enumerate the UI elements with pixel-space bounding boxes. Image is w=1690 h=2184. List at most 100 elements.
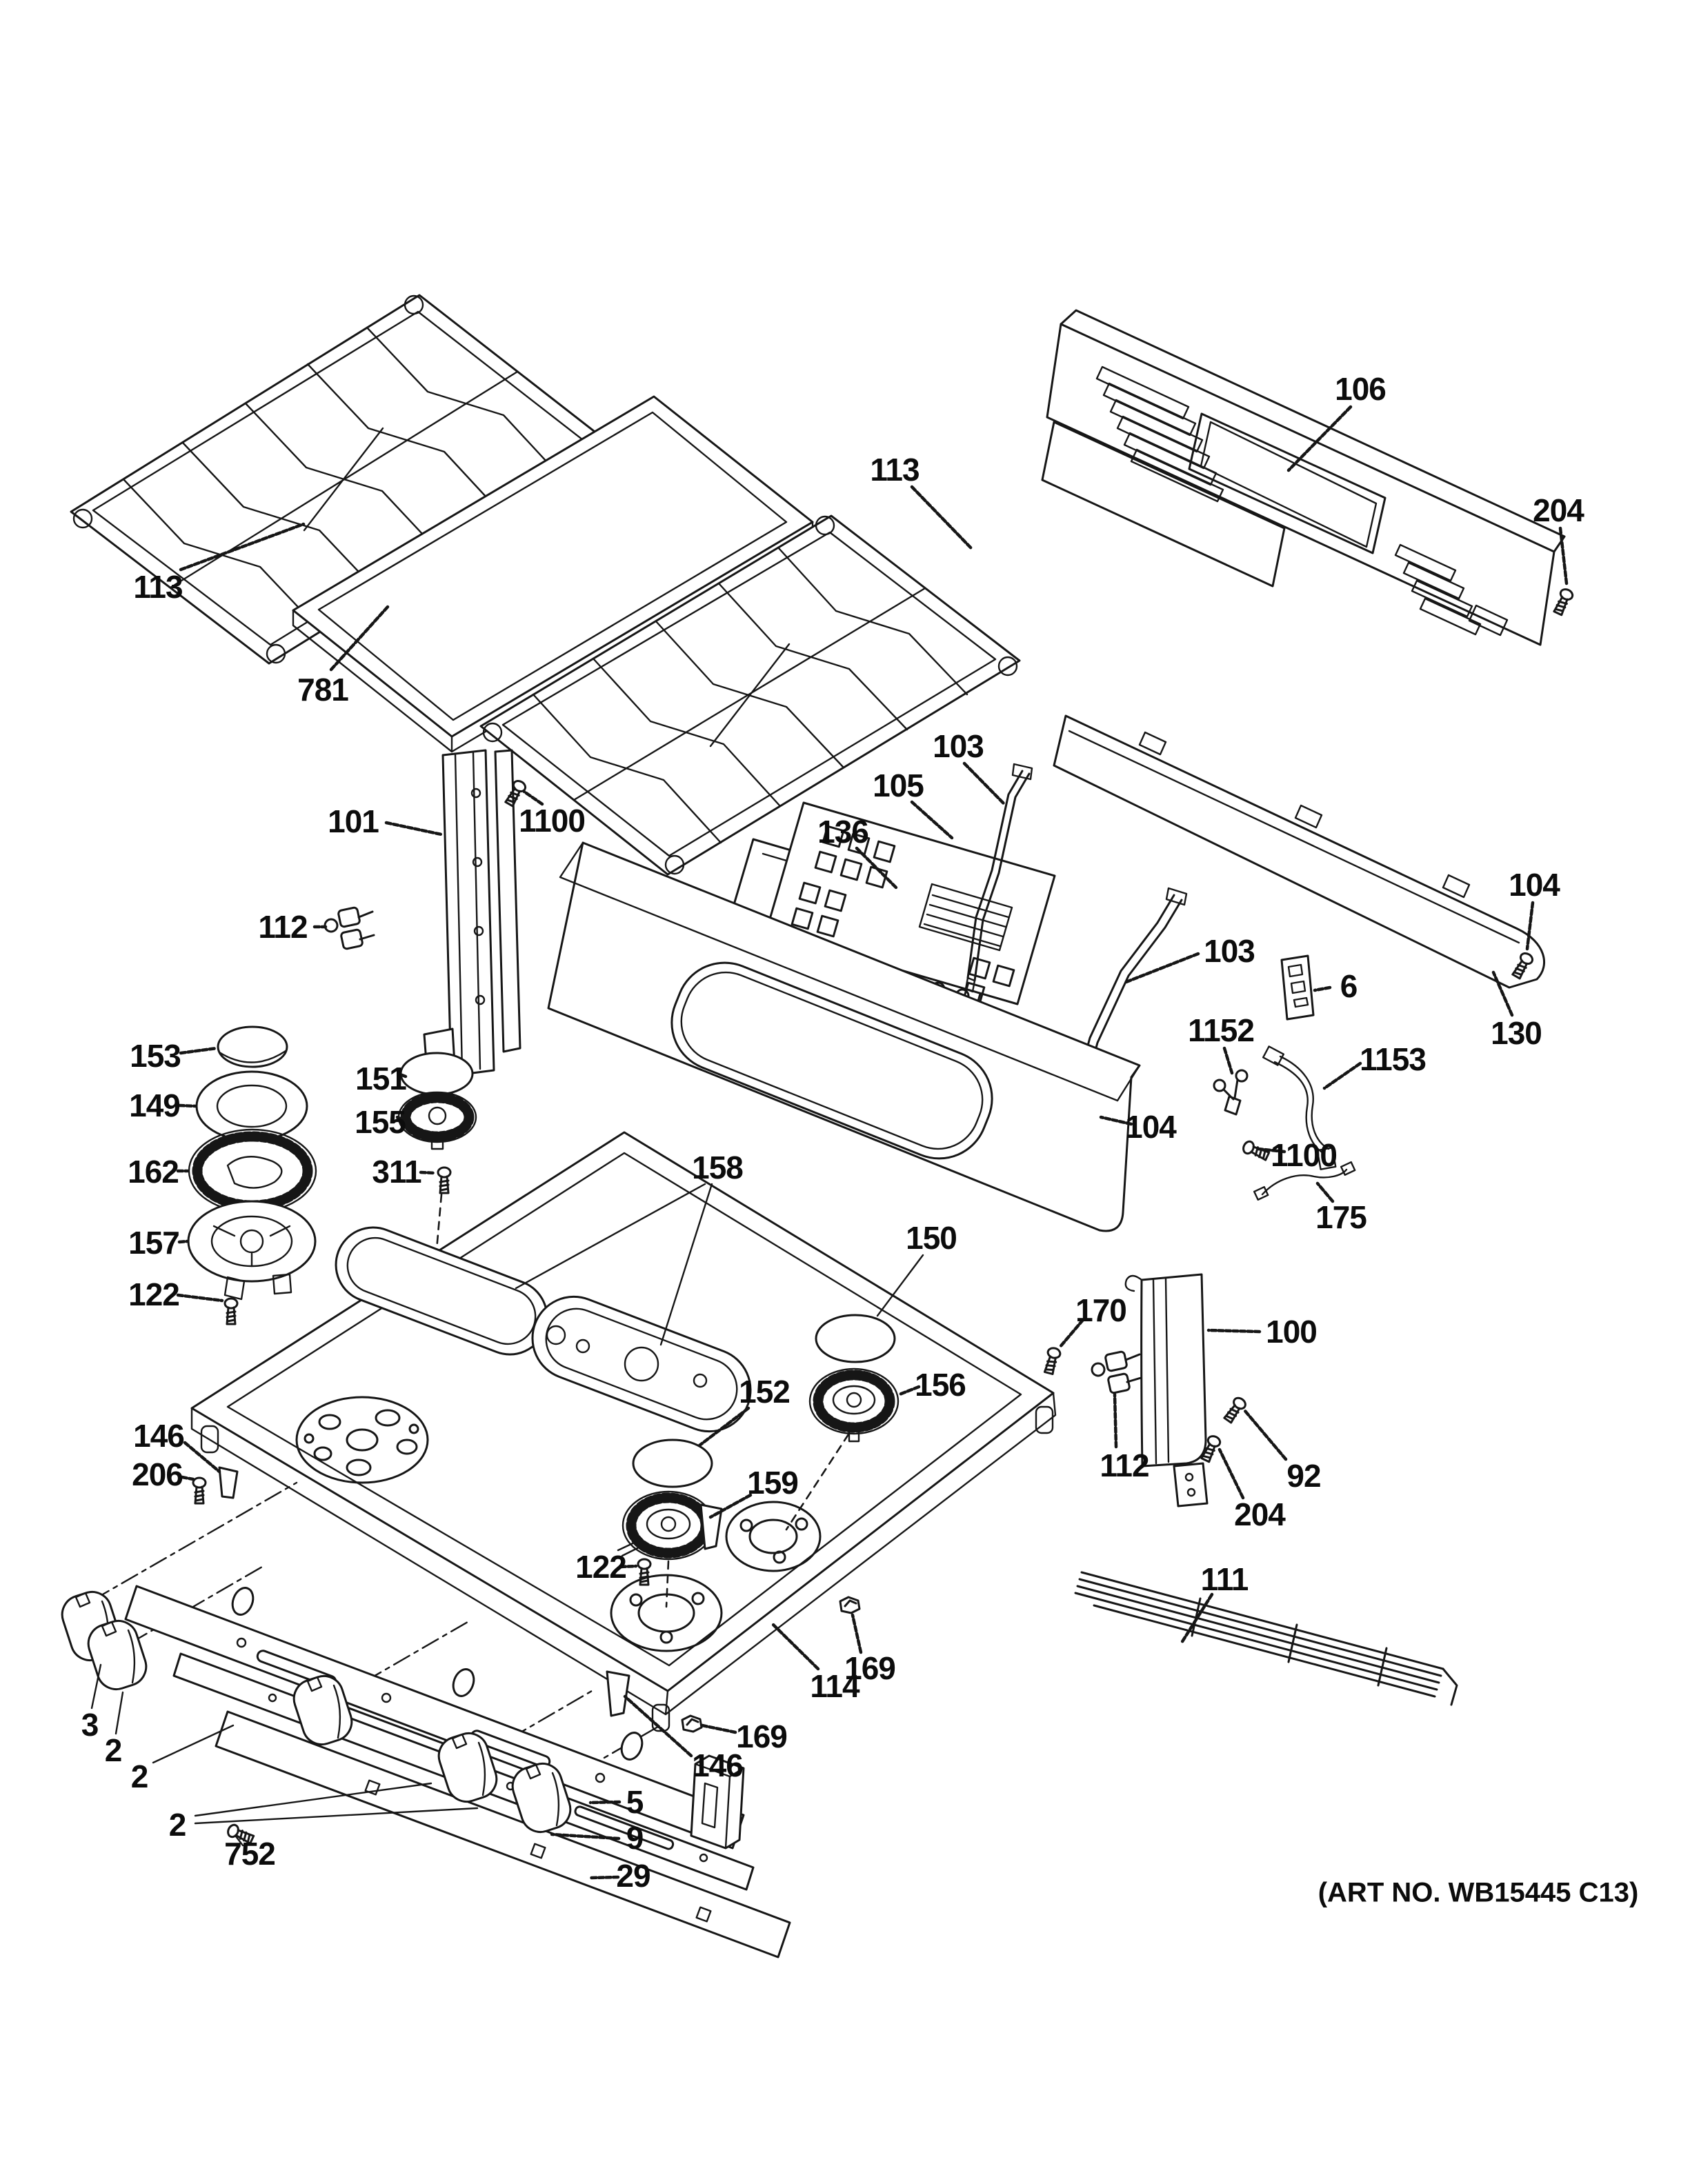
burner-ring-162 [188,1128,317,1214]
assembly-axis-156 [785,1433,850,1531]
screw-311 [437,1166,452,1194]
part-label-112-b: 112 [1100,1447,1149,1483]
part-label-9: 9 [626,1820,644,1856]
part-label-162: 162 [128,1154,179,1190]
part-label-103-b: 103 [1204,933,1255,969]
part-label-104-a: 104 [1509,867,1560,903]
wire-clip-1152 [1213,1069,1249,1116]
knob-axis-4 [480,1690,593,1756]
knob-axis-5 [554,1726,658,1787]
part-label-103-a: 103 [933,728,984,764]
clip-169-right [839,1596,861,1614]
spacer-tab-146-left [218,1466,239,1499]
part-label-153: 153 [130,1038,181,1074]
igniter-wire-175 [1253,1161,1356,1201]
screw-122-left [223,1297,239,1325]
art-number: (ART NO. WB15445 C13) [1318,1877,1639,1908]
cooktop-main-top [190,1131,1057,1732]
wire-harness-1153 [1262,1045,1337,1170]
part-label-159: 159 [747,1465,799,1501]
part-label-1100-a: 1100 [519,803,586,839]
knob-axis-1 [92,1481,298,1601]
part-label-111: 111 [1200,1561,1249,1597]
part-label-5: 5 [626,1784,644,1820]
part-label-146-b: 146 [692,1747,744,1783]
part-label-122-b: 122 [575,1549,627,1585]
part-label-112-a: 112 [258,909,308,945]
part-label-1100-b: 1100 [1271,1137,1338,1173]
clip-169-lower [681,1714,703,1733]
bracket-103-left [964,763,1033,993]
part-label-149: 149 [129,1088,181,1123]
spark-module-board [1280,954,1315,1021]
part-label-151: 151 [355,1061,407,1096]
burner-head-156 [808,1367,899,1443]
part-label-170: 170 [1075,1292,1127,1328]
side-panel-100 [1124,1273,1209,1507]
control-knob-2d [511,1763,572,1833]
part-label-2-b: 2 [130,1759,149,1794]
main-wire-harness [1074,1571,1458,1706]
part-label-113-a: 113 [133,569,183,605]
part-label-100: 100 [1266,1314,1318,1350]
burner-base-157 [187,1200,317,1301]
part-label-1153: 1153 [1360,1041,1426,1077]
burner-cap-151 [399,1052,474,1096]
part-label-6: 6 [1340,968,1358,1004]
part-label-781: 781 [297,672,349,708]
leader-lines [90,405,1569,1880]
spacer-tab-146-lower [606,1670,630,1717]
sealed-burner-base-mid [725,1501,822,1572]
screw-170 [1042,1345,1063,1376]
burner-opening-150 [815,1314,896,1363]
sealed-burner-base-rear-left [295,1396,429,1484]
screw-206 [192,1476,207,1505]
part-label-2-c: 2 [168,1807,187,1843]
igniter-switch-left [324,906,375,950]
assembly-axis-159 [665,1560,670,1608]
spacer-tab-cooktop [699,1503,723,1550]
end-cap-5 [690,1754,745,1850]
part-label-206: 206 [132,1456,183,1492]
part-label-157: 157 [128,1225,180,1261]
part-label-3: 3 [81,1707,99,1743]
part-label-204-a: 204 [1533,492,1584,528]
part-label-104-b: 104 [1125,1109,1177,1145]
part-label-158: 158 [692,1150,744,1185]
burner-head-155 [397,1091,477,1150]
part-label-152: 152 [739,1374,791,1410]
part-label-101: 101 [328,803,379,839]
backsplash-trim [1053,714,1546,989]
part-label-92: 92 [1286,1458,1321,1494]
part-label-155: 155 [355,1104,406,1140]
side-bracket-101 [423,749,521,1081]
manifold-panel-29 [215,1710,791,1958]
part-label-136: 136 [817,814,869,850]
part-label-311: 311 [372,1154,421,1190]
part-label-106: 106 [1335,371,1386,407]
control-knob-2b [292,1675,353,1745]
part-label-1152: 1152 [1188,1012,1255,1048]
burner-cap-153 [217,1025,288,1068]
part-label-169-a: 169 [844,1650,896,1686]
part-label-130: 130 [1491,1015,1542,1051]
part-label-122-a: 122 [128,1276,180,1312]
screw-92 [1221,1394,1249,1425]
burner-grate-right [479,514,1021,876]
burner-ring-149 [195,1070,308,1142]
part-label-113-b: 113 [870,452,919,488]
control-panel-front [547,841,1141,1232]
part-label-2-a: 2 [104,1732,123,1768]
back-panel [1041,309,1566,646]
part-label-752: 752 [224,1836,276,1872]
screw-204-top [1551,586,1575,617]
part-label-150: 150 [906,1220,957,1256]
part-label-146-a: 146 [133,1418,185,1454]
part-label-156: 156 [915,1367,966,1403]
igniter-switch-right [1091,1350,1142,1394]
part-label-204-b: 204 [1234,1496,1286,1532]
part-label-29: 29 [616,1858,650,1894]
part-label-169-b: 169 [736,1719,788,1754]
